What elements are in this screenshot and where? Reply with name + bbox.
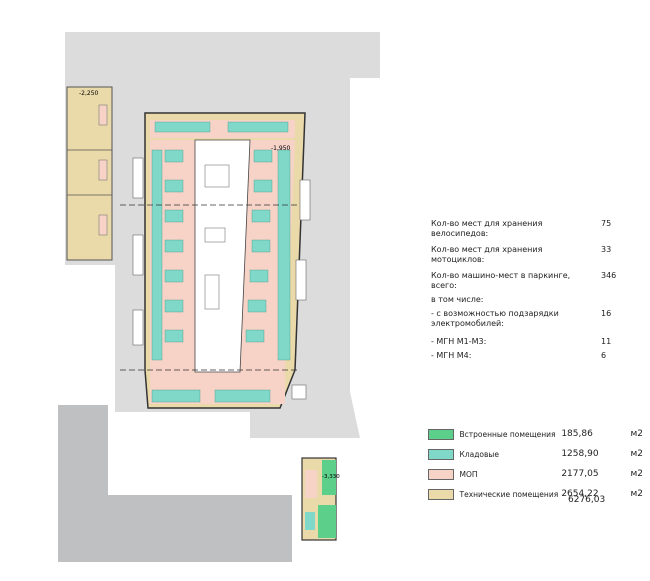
legend-swatch [428,428,454,440]
legend-unit: м2 [630,469,643,479]
stat-label: в том числе: [431,295,484,304]
stat-label: Кол-во мест для хранения велосипедов: [431,219,543,238]
stat-value: 11 [601,337,612,346]
ramp-right [299,179,311,221]
ramp-right-2 [295,259,307,301]
stat-row: - МГН М4: 6 [431,351,631,361]
parking-stats: Кол-во мест для хранения велосипедов:75 … [431,219,631,361]
legend-label: МОП [459,469,478,479]
stat-value: 16 [601,309,612,318]
stat-row: Кол-во машино-мест в паркинге, всего: 346 [431,271,631,291]
legend-value: 1258,90 [561,449,599,459]
stat-value: 6 [601,351,607,360]
ramp-left-3 [132,309,144,346]
legend-row: Кладовые 1258,90 м2 [428,444,643,464]
legend-swatch [428,448,454,460]
stat-label: Кол-во мест для хранения мотоциклов: [431,245,543,264]
stat-row: - МГН М1-М3: 11 [431,337,631,347]
legend-row: МОП 2177,05 м2 [428,464,643,484]
stat-row: Кол-во мест для хранения мотоциклов: 33 [431,245,631,265]
left-technical-block: -2,250 [66,86,113,261]
legend-unit: м2 [630,429,643,439]
legend-unit: м2 [630,489,643,499]
total-area: 6276,03 [568,495,606,505]
stat-value: 33 [601,245,612,254]
ramp-left [132,157,144,199]
left-block-level: -2,250 [79,90,99,97]
legend-row: Встроенные помещения 185,86 м2 [428,424,643,444]
stat-value: 346 [601,271,617,280]
stat-value: 75 [601,219,612,228]
stat-value [601,295,631,305]
main-parking-block: -1,950 [120,112,310,409]
stat-label: - МГН М4: [431,351,472,360]
legend-swatch [428,488,454,500]
legend-label: Технические помещения [459,489,559,499]
ramp-left-2 [132,234,144,276]
legend-value: 2654,22 [561,489,599,499]
ramp-right-3 [291,384,307,400]
road-area [58,405,292,562]
stat-label: Кол-во машино-мест в паркинге, всего: [431,271,571,290]
small-builtin-block: -3,330 [301,457,340,541]
main-block-level: -1,950 [271,145,291,152]
legend-row: Технические помещения 2654,22 м2 [428,484,643,504]
stat-label: - МГН М1-М3: [431,337,487,346]
legend-label: Кладовые [459,449,499,459]
small-block-level: -3,330 [322,474,340,480]
legend-swatch [428,468,454,480]
stat-label: - с возможностью подзарядки электромобил… [431,309,559,328]
legend-value: 185,86 [561,429,593,439]
legend-label: Встроенные помещения [459,429,556,439]
stat-row: в том числе: [431,295,631,305]
legend-unit: м2 [630,449,643,459]
legend-value: 2177,05 [561,469,599,479]
stat-row: - с возможностью подзарядки электромобил… [431,309,631,329]
stat-row: Кол-во мест для хранения велосипедов: 75 [431,219,631,239]
area-legend: Встроенные помещения 185,86 м2 Кладовые … [428,424,643,504]
